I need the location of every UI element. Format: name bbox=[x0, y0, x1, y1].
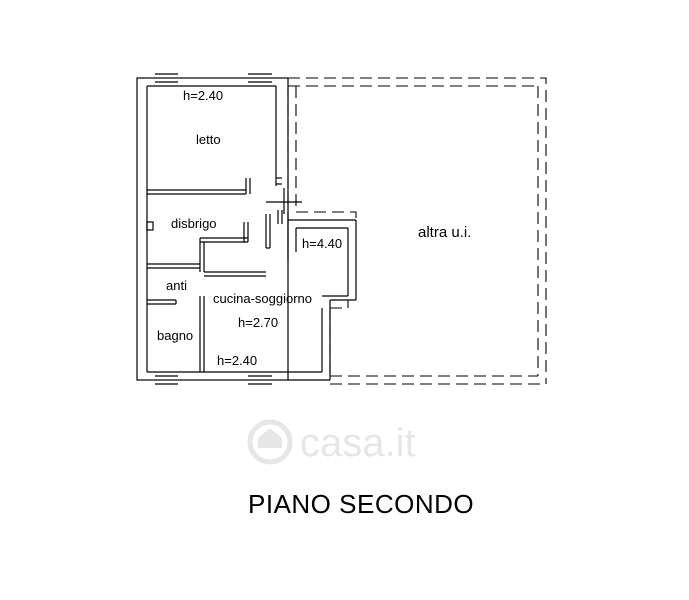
room-label-altra-ui: altra u.i. bbox=[418, 224, 471, 241]
room-label-anti: anti bbox=[166, 278, 187, 293]
room-labels: h=2.40 letto disbrigo h=4.40 anti cucina… bbox=[157, 88, 471, 368]
room-label-cucina-soggiorno: cucina-soggiorno bbox=[213, 291, 312, 306]
room-label-letto: letto bbox=[196, 132, 221, 147]
house-logo-icon bbox=[247, 419, 293, 465]
height-label-hall: h=4.40 bbox=[302, 236, 342, 251]
walls bbox=[136, 77, 357, 381]
room-label-bagno: bagno bbox=[157, 328, 193, 343]
room-label-disbrigo: disbrigo bbox=[171, 216, 217, 231]
watermark: casa.it bbox=[247, 419, 416, 465]
watermark-text: casa.it bbox=[300, 421, 416, 465]
height-label-bottom: h=2.40 bbox=[217, 353, 257, 368]
height-label-letto: h=2.40 bbox=[183, 88, 223, 103]
height-label-cucina: h=2.70 bbox=[238, 315, 278, 330]
windows bbox=[155, 73, 272, 385]
other-unit-outline bbox=[287, 77, 547, 385]
floor-title: PIANO SECONDO bbox=[248, 489, 474, 519]
